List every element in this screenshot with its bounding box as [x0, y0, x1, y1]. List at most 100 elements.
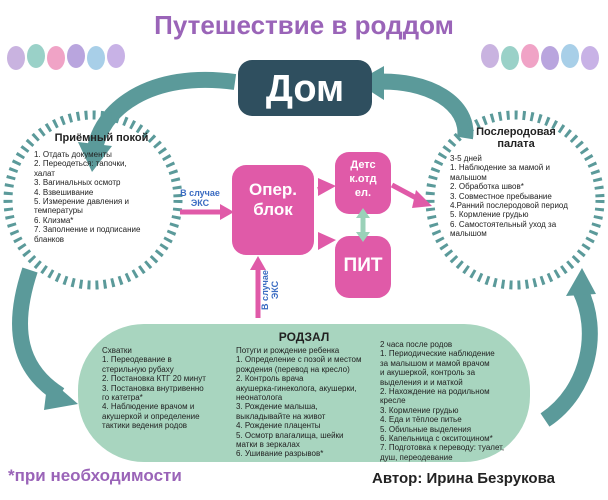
list-item: выделения и и маткой [380, 377, 463, 387]
list-item: температуры [34, 206, 83, 216]
list-item: 2 часа после родов [380, 340, 453, 349]
csection-note-vertical-line2: ЭКС [270, 280, 280, 300]
postpartum-list: 3-5 дней 1. Наблюдение за мамой и малышо… [450, 154, 582, 239]
list-item: 3. Кормление грудью [380, 405, 459, 415]
home-box [238, 60, 372, 116]
list-item: 3. Вагинальных осмотр [34, 178, 121, 188]
list-item: 1. Определение с позой и местом [236, 355, 362, 365]
arrow-head-surgery [220, 204, 234, 220]
list-item: акушеркой и определение [102, 411, 200, 421]
list-item: стерильную рубаху [102, 364, 174, 374]
list-item: 2. Постановка КТГ 20 минут [102, 374, 206, 384]
list-item: 5. Измерение давления и [34, 197, 129, 207]
arrow-head-reception [78, 142, 112, 172]
postpartum-title-line1: Послеродовая [476, 126, 556, 138]
list-item: неонатолога [236, 393, 283, 403]
list-item: 7. Подготовка к переводу: туалет, [380, 443, 505, 453]
arrow-head-postpartum-pink [412, 190, 432, 208]
arrow-head-icu [356, 232, 370, 242]
list-item: акушерка-гинеколога, акушерки, [236, 383, 357, 393]
delivery-col2: Потуги и рождение ребенка 1. Определение… [236, 346, 376, 459]
surgery-label: Опер. блок [232, 180, 314, 220]
list-item: 2. Обработка швов* [450, 182, 524, 192]
list-item: халат [34, 168, 55, 178]
csection-note-vertical-line1: В случае [260, 270, 270, 310]
arrow-head-surgery-icu [318, 232, 336, 250]
list-item: 2. Нахождение на родильном [380, 387, 490, 397]
list-item: 4. Рождение плаценты [236, 421, 321, 431]
balloons-left-icon [7, 44, 125, 70]
list-item: 1. Периодические наблюдение [380, 349, 495, 359]
list-item: малышом [450, 172, 487, 182]
list-item: 1. Переодевание в [102, 355, 172, 365]
icu-label: ПИТ [343, 255, 383, 276]
arrow-postpartum-to-home [371, 73, 474, 140]
list-item: 4. Еда и тёплое питье [380, 415, 462, 425]
list-item: 6. Капельница с окситоцином* [380, 434, 493, 444]
arrow-head-surgery-children [318, 178, 336, 196]
list-item: 4. Наблюдение врачом и [102, 402, 195, 412]
list-item: за малышом и мамой врачом [380, 358, 490, 368]
children-label-line3: ел. [354, 187, 372, 199]
author-credit: Автор: Ирина Безрукова [372, 470, 555, 487]
list-item: душ, переодевание [380, 452, 453, 462]
surgery-label-line2: блок [253, 200, 293, 219]
list-item: 5. Кормление грудью [450, 210, 529, 220]
list-item: выкладывайте на живот [236, 411, 326, 421]
list-item: бланков [34, 234, 65, 244]
children-label-line2: к.отд [349, 173, 377, 185]
page-title: Путешествие в роддом [154, 10, 454, 40]
csection-note-line1: В случае [180, 188, 220, 198]
csection-note: В случае ЭКС [174, 188, 226, 208]
surgery-label-line1: Опер. [248, 180, 298, 199]
postpartum-title-line2: палата [497, 138, 535, 150]
arrow-head-delivery [44, 378, 78, 410]
reception-circle [3, 110, 183, 290]
delivery-panel [78, 324, 530, 462]
list-item: го катетра* [102, 393, 143, 403]
list-item: 5. Осмотр влагалища, шейки [236, 430, 344, 440]
arrow-head-delivery-surgery [250, 256, 266, 270]
arrow-head-postpartum [566, 268, 596, 296]
csection-note-line2: ЭКС [190, 198, 210, 208]
reception-title: Приёмный покой [54, 132, 149, 144]
list-item: тактики ведения родов [102, 421, 188, 431]
footnote: *при необходимости [8, 466, 182, 485]
list-item: матки в зеркалах [236, 440, 300, 450]
list-item: 4.Ранний послеродовой период [450, 201, 568, 211]
delivery-col3: 2 часа после родов 1. Периодические набл… [380, 340, 520, 462]
delivery-title: РОДЗАЛ [278, 330, 330, 344]
list-item: Потуги и рождение ребенка [236, 346, 340, 355]
csection-note-vertical: В случае ЭКС [260, 260, 280, 320]
icu-block [335, 236, 391, 298]
reception-list: 1. Отдать документы 2. Переодеться: тапо… [34, 150, 169, 244]
list-item: 1. Наблюдение за мамой и [450, 163, 550, 173]
list-item: 1. Отдать документы [34, 150, 112, 159]
list-item: рождения (перевод на кресло) [236, 364, 350, 374]
list-item: и акушеркой, контроль за [380, 368, 476, 378]
list-item: 2. Переодеться: тапочки, [34, 159, 127, 169]
arrow-delivery-to-postpartum [540, 286, 598, 427]
list-item: 3. Совместное пребывание [450, 191, 552, 201]
arrow-head-children [356, 208, 370, 218]
list-item: 7. Заполнение и подписание [34, 225, 141, 235]
postpartum-panel: Послеродовая палата 3-5 дней 1. Наблюден… [450, 126, 582, 239]
list-item: 4. Взвешивание [34, 187, 94, 197]
children-block [335, 152, 391, 214]
list-item: 6. Клизма* [34, 215, 74, 225]
list-item: малышом [450, 229, 487, 239]
list-item: кресле [380, 396, 406, 406]
list-item: 6. Самостоятельный уход за [450, 219, 557, 229]
postpartum-circle [425, 110, 605, 290]
list-item: Схватки [102, 346, 132, 355]
balloons-right-icon [481, 44, 599, 70]
list-item: 3. Постановка внутривенно [102, 383, 204, 393]
surgery-block [232, 165, 314, 255]
list-item: 3-5 дней [450, 154, 482, 163]
list-item: 3. Рождение малыша, [236, 402, 318, 412]
reception-panel: Приёмный покой 1. Отдать документы 2. Пе… [34, 132, 169, 244]
list-item: 6. Ушивание разрывов* [236, 449, 324, 459]
children-label: Детс к.отд ел. [335, 158, 391, 200]
list-item: 5. Обильные выделения [380, 424, 472, 434]
